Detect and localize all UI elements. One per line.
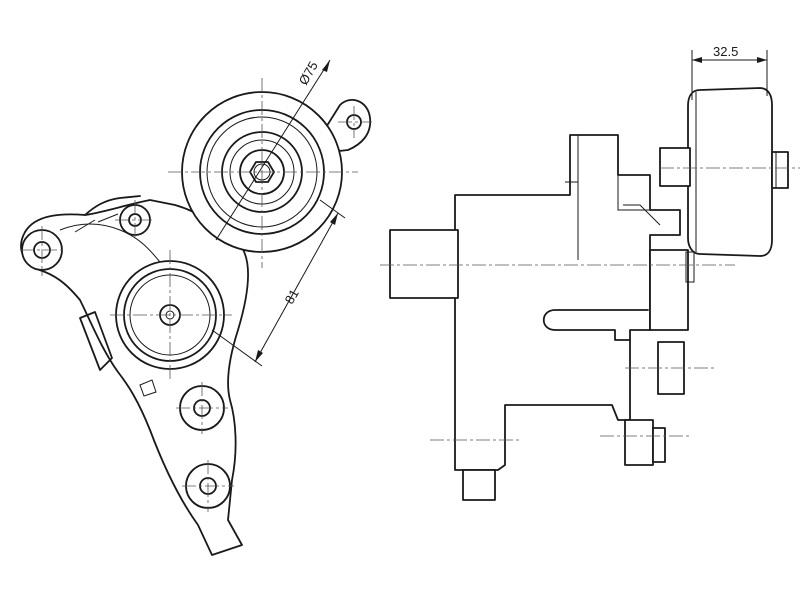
front-view: Ø75 81 [20,59,372,556]
side-slot-outline [542,309,649,341]
offset-label: 32.5 [713,44,738,59]
upper-bracket-rib [74,213,119,233]
upper-bracket-outline [84,195,141,216]
side-view: 32.5 [380,44,800,501]
diameter-label: Ø75 [296,59,321,88]
dist-arrow-bottom-icon [255,350,263,362]
side-inner-step-3 [623,204,661,226]
dist-ext-line-top [319,199,346,219]
side-left-boss [389,229,459,299]
dist-dim-line [254,212,339,363]
offset-arrow-left-icon [692,57,702,63]
side-pulley-hub [659,147,691,187]
tensioner-arm-outline [20,199,249,556]
side-pulley-bolt [771,151,789,189]
offset-arrow-right-icon [757,57,767,63]
diameter-arrow-icon [322,60,330,72]
side-inner-step-1 [565,135,579,260]
stop-tab [139,379,157,397]
center-distance-label: 81 [282,286,302,306]
top-ear-outline [317,99,372,153]
side-damper-housing [649,249,689,331]
side-pulley-outline [687,87,773,257]
side-inner-step-2 [617,175,650,211]
upper-bracket-inner [59,223,161,263]
side-bottom-nub [652,427,666,463]
dist-arrow-top-icon [330,213,338,225]
side-damper-cap [685,251,695,283]
side-bottom-spigot [462,469,496,501]
lower-lug-outline [79,311,113,371]
dist-ext-line-bottom [211,329,263,367]
diameter-dim-line [215,59,331,241]
side-bottom-boss [624,419,654,466]
